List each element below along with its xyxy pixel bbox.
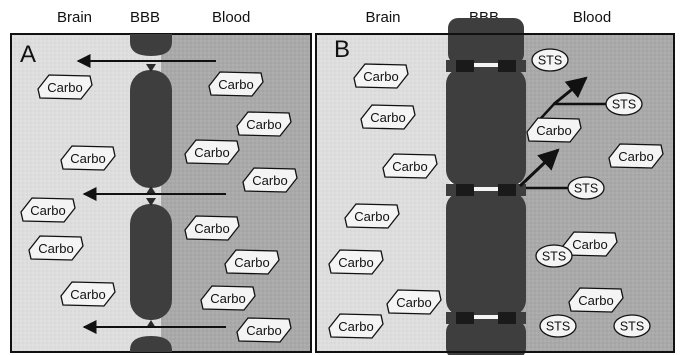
endothelial-cell xyxy=(130,204,172,320)
carbo-molecule: Carbo xyxy=(237,318,291,342)
carbo-label: Carbo xyxy=(338,255,373,270)
sts-molecule: STS xyxy=(614,315,650,337)
sts-label: STS xyxy=(612,98,636,112)
carbo-label: Carbo xyxy=(246,117,281,132)
sts-molecule: STS xyxy=(606,93,642,115)
carbo-label: Carbo xyxy=(354,209,389,224)
carbo-molecule: Carbo xyxy=(569,288,623,312)
panel-label-a: A xyxy=(20,41,36,68)
carbo-molecule: Carbo xyxy=(185,140,239,164)
carbo-molecule: Carbo xyxy=(329,314,383,338)
sts-molecule: STS xyxy=(532,49,568,71)
sts-label: STS xyxy=(542,250,566,264)
carbo-label: Carbo xyxy=(618,149,653,164)
carbo-molecule: Carbo xyxy=(383,154,437,178)
carbo-label: Carbo xyxy=(338,319,373,334)
carbo-molecule: Carbo xyxy=(329,250,383,274)
carbo-molecule: Carbo xyxy=(225,250,279,274)
carbo-label: Carbo xyxy=(370,110,405,125)
endothelial-cell xyxy=(130,34,172,56)
carbo-label: Carbo xyxy=(363,69,398,84)
carbo-molecule: Carbo xyxy=(527,118,581,142)
carbo-label: Carbo xyxy=(194,221,229,236)
carbo-label: Carbo xyxy=(70,287,105,302)
panel-label-b: B xyxy=(334,36,350,63)
endothelial-cell xyxy=(446,68,526,186)
carbo-molecule: Carbo xyxy=(185,216,239,240)
carbo-molecule: Carbo xyxy=(354,64,408,88)
carbo-molecule: Carbo xyxy=(237,112,291,136)
carbo-molecule: Carbo xyxy=(61,146,115,170)
carbo-label: Carbo xyxy=(194,145,229,160)
carbo-molecule: Carbo xyxy=(29,236,83,260)
carbo-label: Carbo xyxy=(234,255,269,270)
carbo-label: Carbo xyxy=(218,77,253,92)
endothelial-cell xyxy=(448,18,524,64)
sts-label: STS xyxy=(620,320,644,334)
endothelial-cell xyxy=(446,320,526,355)
sts-molecule: STS xyxy=(568,177,604,199)
panel-b: CarboCarboCarboCarboCarboCarboCarboCarbo… xyxy=(316,18,674,355)
carbo-label: Carbo xyxy=(70,151,105,166)
carbo-label: Carbo xyxy=(578,293,613,308)
carbo-label: Carbo xyxy=(536,123,571,138)
carbo-molecule: Carbo xyxy=(387,290,441,314)
sts-molecule: STS xyxy=(540,315,576,337)
carbo-label: Carbo xyxy=(392,159,427,174)
carbo-label: Carbo xyxy=(246,323,281,338)
carbo-molecule: Carbo xyxy=(361,105,415,129)
endothelial-cell xyxy=(130,70,172,188)
sts-label: STS xyxy=(574,182,598,196)
endothelial-cell xyxy=(446,192,526,316)
carbo-label: Carbo xyxy=(572,237,607,252)
carbo-molecule: Carbo xyxy=(38,75,92,99)
carbo-molecule: Carbo xyxy=(243,168,297,192)
carbo-molecule: Carbo xyxy=(61,282,115,306)
carbo-label: Carbo xyxy=(210,291,245,306)
carbo-label: Carbo xyxy=(252,173,287,188)
carbo-label: Carbo xyxy=(47,80,82,95)
carbo-label: Carbo xyxy=(38,241,73,256)
carbo-molecule: Carbo xyxy=(21,198,75,222)
sts-molecule: STS xyxy=(536,245,572,267)
carbo-label: Carbo xyxy=(30,203,65,218)
carbo-label: Carbo xyxy=(396,295,431,310)
sts-label: STS xyxy=(546,320,570,334)
carbo-molecule: Carbo xyxy=(209,72,263,96)
carbo-molecule: Carbo xyxy=(201,286,255,310)
sts-label: STS xyxy=(538,54,562,68)
carbo-molecule: Carbo xyxy=(345,204,399,228)
carbo-molecule: Carbo xyxy=(609,144,663,168)
